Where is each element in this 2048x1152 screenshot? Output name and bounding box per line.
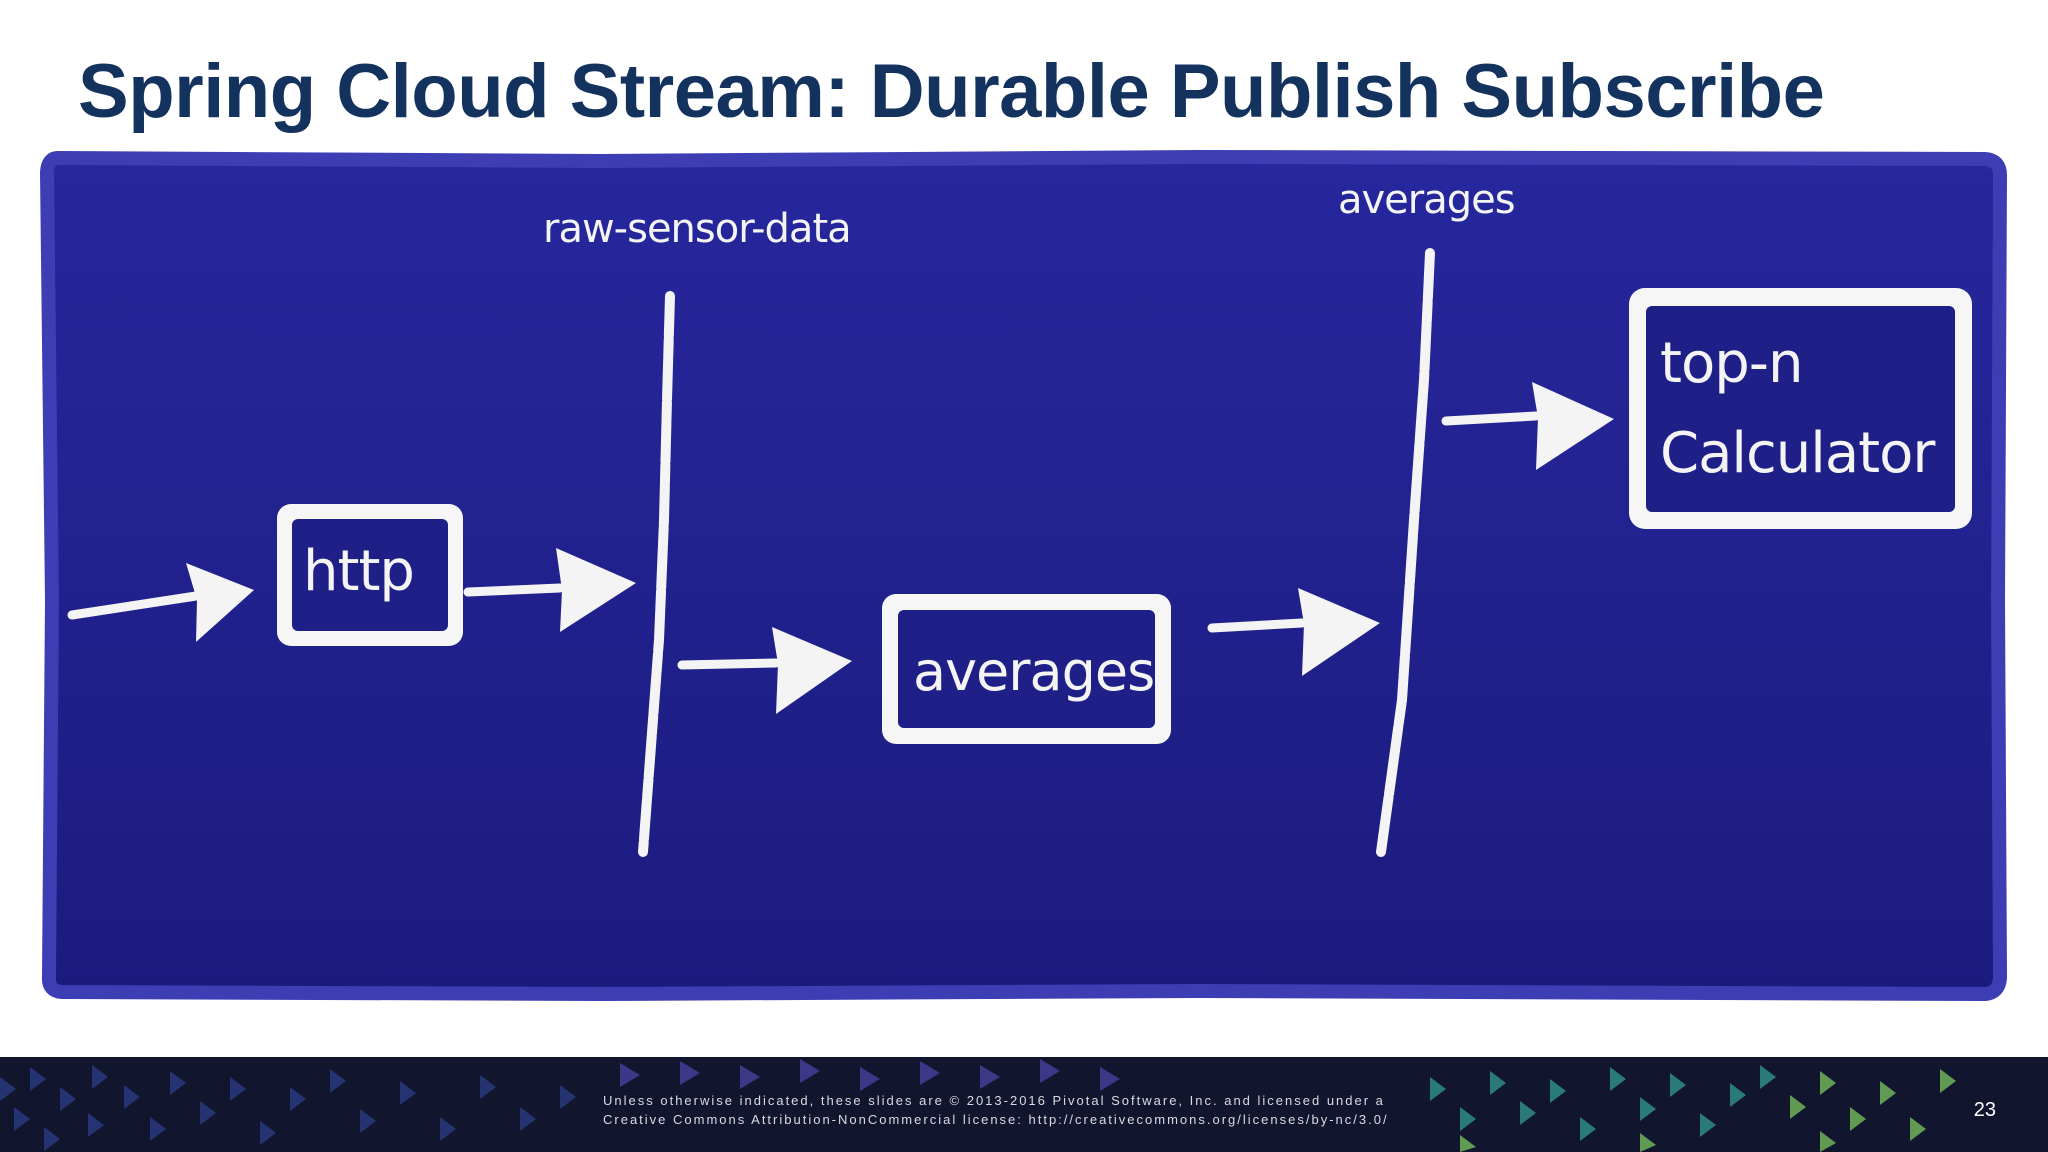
- footer-triangle-pattern: [0, 1059, 1956, 1152]
- legal-line-1: Unless otherwise indicated, these slides…: [603, 1093, 1385, 1108]
- topic-label-raw-sensor-data: raw-sensor-data: [543, 206, 851, 252]
- topn-box-label-line1: top-n: [1660, 331, 1802, 396]
- slide-title: Spring Cloud Stream: Durable Publish Sub…: [78, 49, 1825, 134]
- topic-label-averages: averages: [1338, 177, 1515, 223]
- raw-sensor-data-topic-line: [638, 291, 675, 857]
- arrow-http-to-raw-topic: [463, 548, 636, 632]
- topn-box-label-line2: Calculator: [1660, 421, 1936, 486]
- averages-topic-line: [1376, 248, 1435, 857]
- http-box-label: http: [303, 539, 414, 604]
- chalkboard: [40, 150, 2007, 1001]
- averages-processor-box: averages: [882, 594, 1171, 744]
- topn-calculator-box: top-n Calculator: [1629, 288, 1972, 529]
- averages-box-label: averages: [913, 640, 1154, 703]
- arrow-averages-to-averages-topic: [1207, 588, 1380, 676]
- arrow-into-http: [67, 563, 254, 642]
- http-processor-box: http: [277, 504, 463, 646]
- legal-notice: Unless otherwise indicated, these slides…: [603, 1091, 1389, 1129]
- arrow-raw-topic-to-averages: [677, 627, 852, 714]
- page-number: 23: [1973, 1099, 1996, 1121]
- footer-bar: Unless otherwise indicated, these slides…: [0, 1057, 2048, 1152]
- arrow-averages-topic-to-topn: [1441, 382, 1614, 470]
- legal-line-2: Creative Commons Attribution-NonCommerci…: [603, 1112, 1389, 1127]
